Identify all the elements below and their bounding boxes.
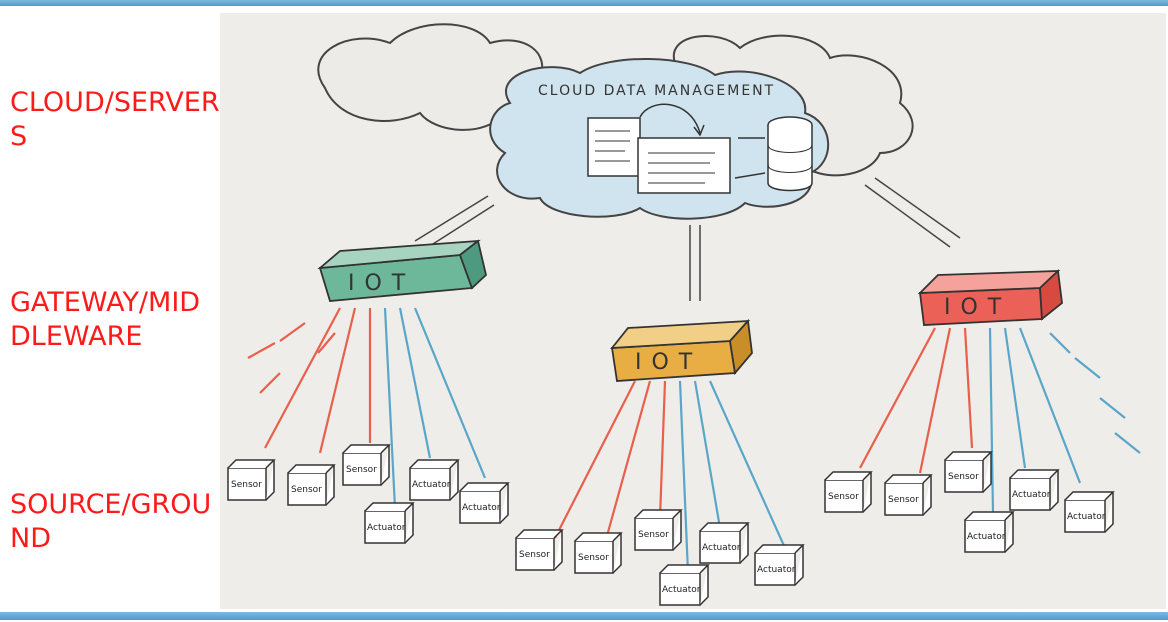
- top-rule: [0, 0, 1168, 6]
- actuator-box: Actuator: [364, 502, 415, 544]
- svg-text:Sensor: Sensor: [231, 480, 262, 490]
- gateway-center-label: IOT: [635, 350, 702, 375]
- gateway-right-label: IOT: [944, 295, 1011, 320]
- svg-text:Actuator: Actuator: [367, 523, 406, 533]
- label-source-ground: SOURCE/GROUND: [10, 489, 212, 554]
- sensor-box: Sensor: [515, 529, 564, 571]
- svg-text:Sensor: Sensor: [638, 530, 669, 540]
- gateway-center: IOT: [610, 318, 753, 382]
- svg-text:Sensor: Sensor: [346, 465, 377, 475]
- svg-text:Sensor: Sensor: [948, 472, 979, 482]
- links-center: [554, 380, 787, 574]
- sensor-box: Sensor: [884, 474, 933, 516]
- svg-text:Actuator: Actuator: [662, 585, 701, 595]
- svg-text:Actuator: Actuator: [412, 480, 451, 490]
- devices-center: Sensor Sensor Sensor Actuator Actuator A…: [515, 509, 805, 606]
- actuator-box: Actuator: [1009, 469, 1060, 511]
- cloud-data-management: CLOUD DATA MANAGEMENT: [489, 57, 830, 220]
- svg-text:Actuator: Actuator: [1067, 512, 1106, 522]
- actuator-box: Actuator: [1064, 491, 1115, 533]
- gateway-right: IOT: [917, 269, 1063, 326]
- svg-text:Sensor: Sensor: [291, 485, 322, 495]
- label-gateway-middleware: GATEWAY/MIDDLEWARE: [10, 287, 201, 352]
- database-icon: [734, 116, 813, 192]
- gateway-left-label: IOT: [348, 271, 415, 296]
- actuator-box: Actuator: [754, 544, 805, 586]
- cloud-title: CLOUD DATA MANAGEMENT: [538, 83, 775, 99]
- sensor-box: Sensor: [342, 444, 391, 486]
- sensor-box: Sensor: [634, 509, 683, 551]
- svg-text:Sensor: Sensor: [888, 495, 919, 505]
- devices-left: Sensor Sensor Sensor Actuator Actuator A…: [227, 444, 510, 544]
- links-left: [247, 307, 487, 509]
- svg-text:Sensor: Sensor: [578, 553, 609, 563]
- sensor-box: Sensor: [944, 451, 993, 493]
- actuator-box: Actuator: [409, 459, 460, 501]
- svg-text:Sensor: Sensor: [519, 550, 550, 560]
- svg-text:Actuator: Actuator: [462, 503, 501, 513]
- data-document-icon: [587, 103, 731, 194]
- svg-text:Actuator: Actuator: [1012, 490, 1051, 500]
- actuator-box: Actuator: [964, 511, 1015, 553]
- sensor-box: Sensor: [574, 532, 623, 574]
- sensor-box: Sensor: [824, 471, 873, 513]
- actuator-box: Actuator: [699, 522, 750, 564]
- svg-text:Sensor: Sensor: [828, 492, 859, 502]
- label-cloud-servers: CLOUD/SERVERS: [10, 87, 220, 152]
- svg-text:Actuator: Actuator: [757, 565, 796, 575]
- sensor-box: Sensor: [287, 464, 336, 506]
- bottom-rule: [0, 612, 1168, 620]
- iot-architecture-diagram: CLOUD DATA MANAGEMENT: [220, 13, 1166, 609]
- sensor-box: Sensor: [227, 459, 276, 501]
- actuator-box: Actuator: [459, 482, 510, 524]
- devices-right: Sensor Sensor Sensor Actuator Actuator A…: [824, 451, 1115, 553]
- svg-text:Actuator: Actuator: [967, 532, 1006, 542]
- svg-text:Actuator: Actuator: [702, 543, 741, 553]
- actuator-box: Actuator: [659, 564, 710, 606]
- gateway-left: IOT: [317, 239, 487, 302]
- links-right: [859, 327, 1141, 514]
